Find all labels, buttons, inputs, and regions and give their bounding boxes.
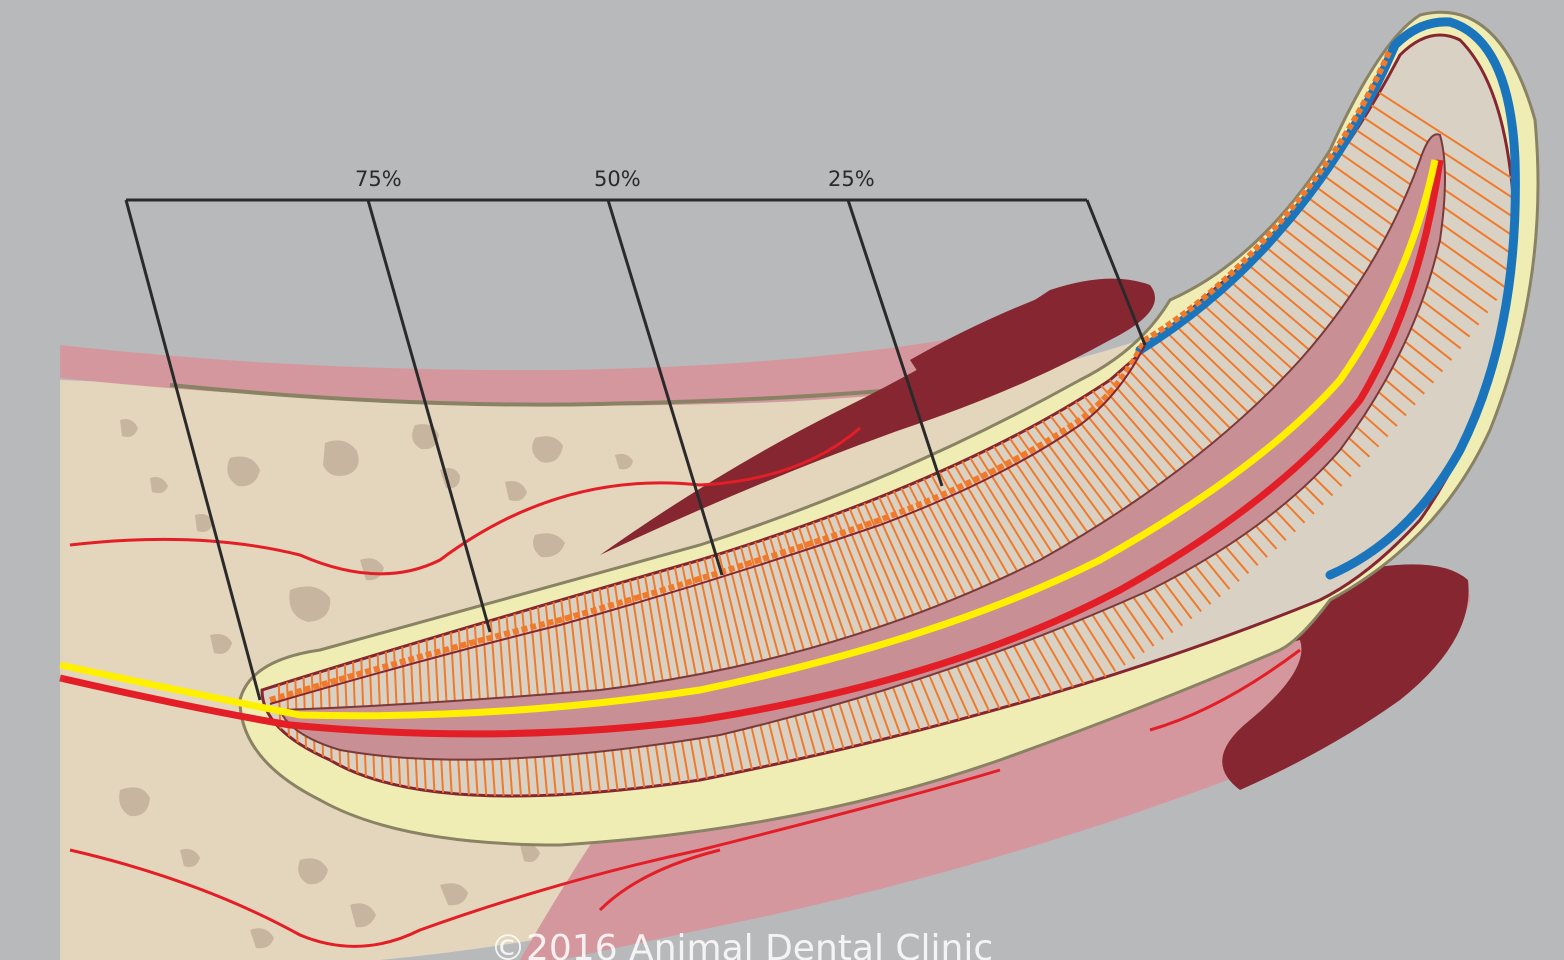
tubule-line	[929, 455, 1069, 701]
tubule-line	[950, 442, 1098, 684]
bracket-line-75	[366, 199, 492, 633]
label-25-percent: 25%	[828, 167, 875, 191]
bracket-line-0	[1085, 199, 1147, 346]
tubule-line	[1000, 410, 1164, 641]
enamel	[1135, 17, 1520, 580]
measurement-bracket	[124, 198, 1147, 701]
tubule-line	[986, 420, 1145, 654]
tubule-line	[993, 415, 1155, 647]
calculus	[269, 48, 1393, 703]
label-50-percent: 50%	[594, 167, 641, 191]
tubule-line	[964, 434, 1117, 672]
fade-overlay	[0, 300, 300, 960]
bracket-line-25	[846, 199, 944, 487]
gum-upper-line	[169, 383, 951, 407]
tooth-dentin	[260, 33, 1517, 798]
pulp-chamber	[278, 133, 1446, 761]
gum-upper	[60, 280, 1153, 406]
tubule-line	[971, 429, 1126, 666]
label-75-percent: 75%	[355, 167, 402, 191]
bracket-line-50	[606, 199, 724, 576]
tubule-line	[979, 424, 1136, 660]
tubule-line	[1007, 405, 1174, 634]
bracket-line-100	[124, 199, 262, 701]
calculus-dark-edge	[269, 344, 1146, 705]
copyright-watermark: ©2016 Animal Dental Clinic	[490, 928, 993, 960]
gingiva-upper-cap	[910, 282, 1150, 375]
tubule-line	[957, 438, 1107, 678]
tubule-line	[922, 459, 1059, 706]
